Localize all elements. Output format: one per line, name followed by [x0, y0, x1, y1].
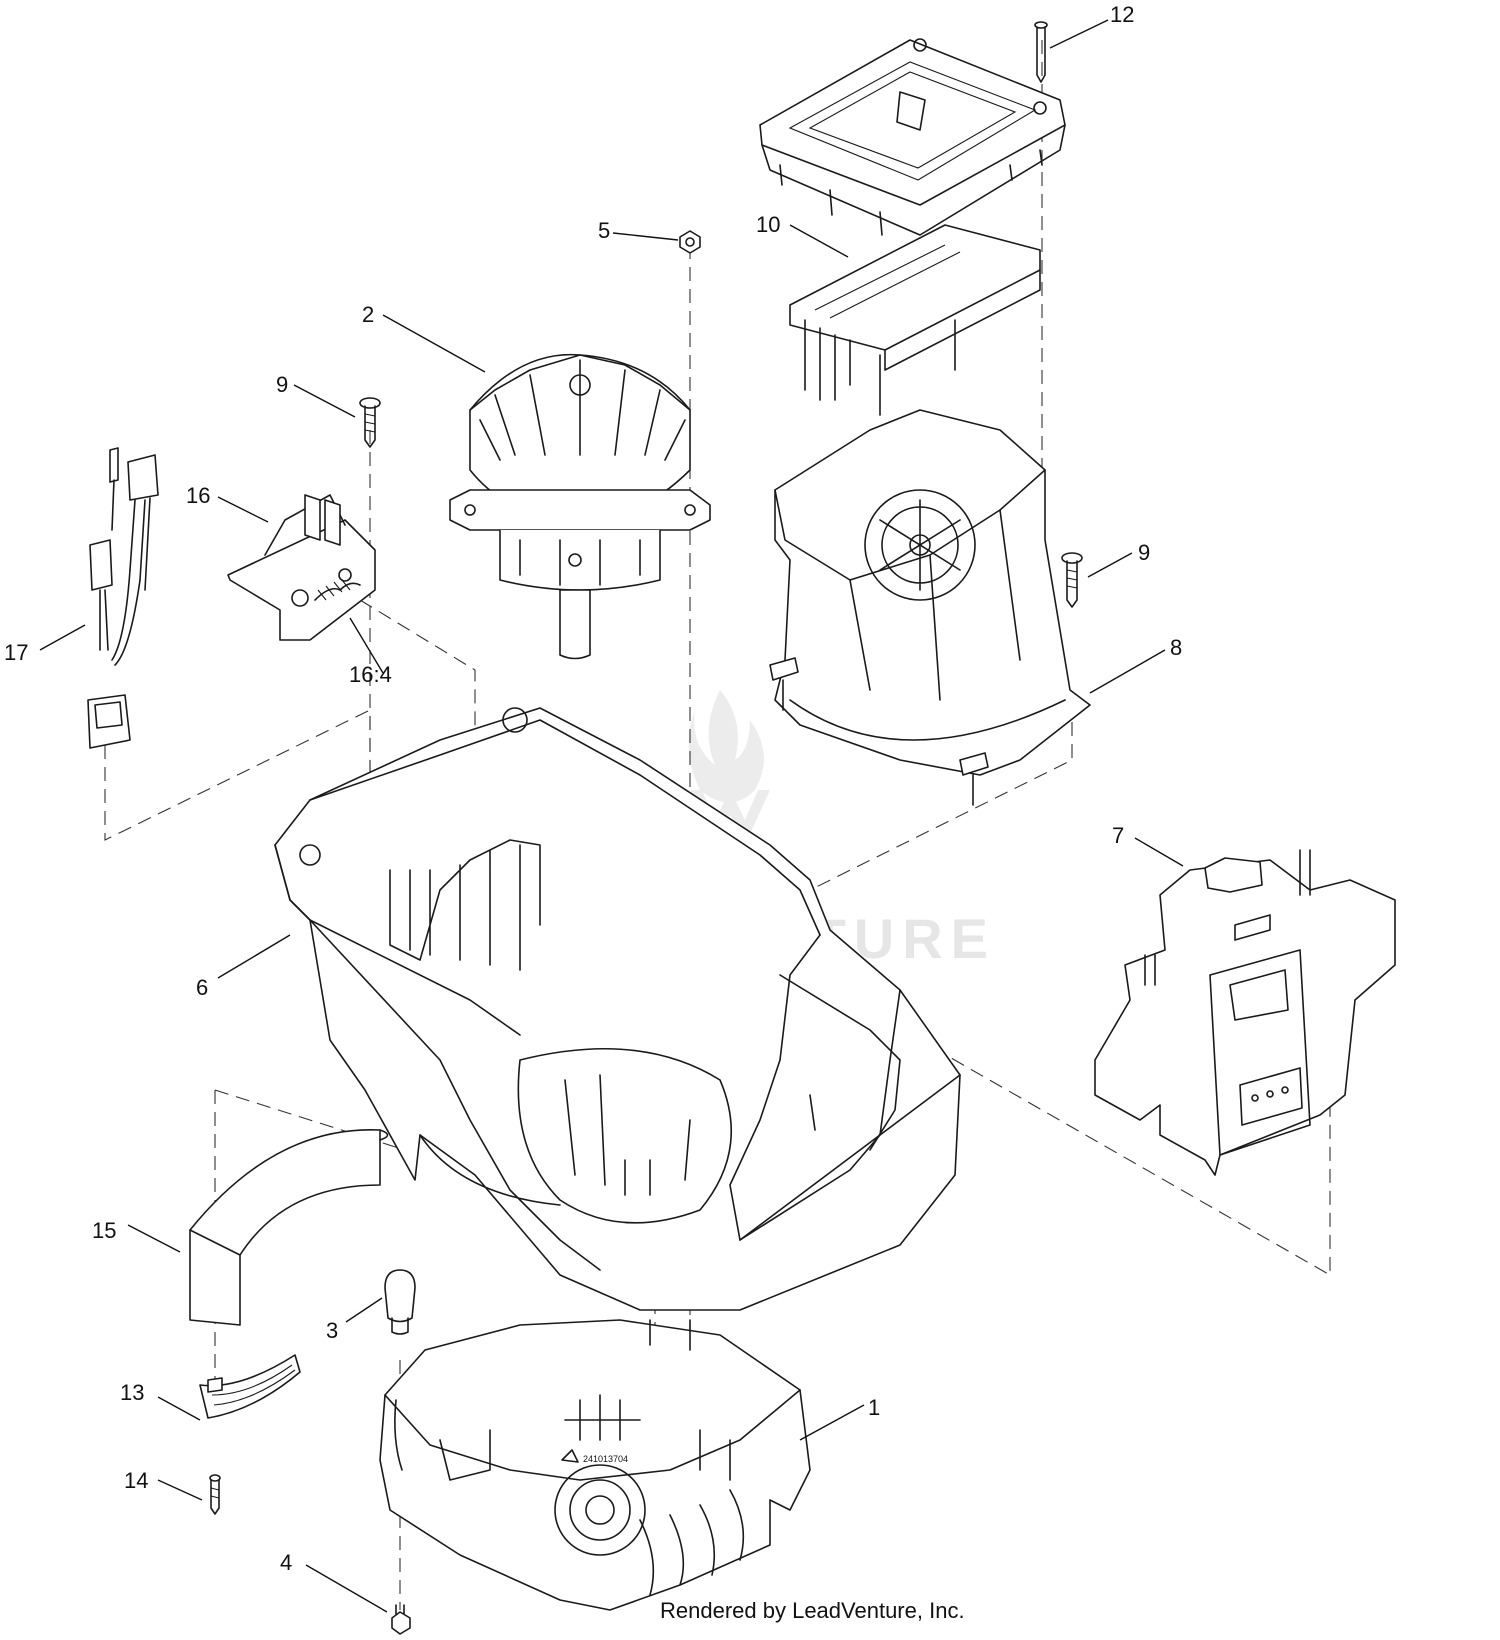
part-7-battery-receptacle	[1094, 849, 1396, 1176]
callout-2: 2	[362, 302, 374, 327]
part-12-screw	[1034, 21, 1048, 83]
callout-4: 4	[280, 1550, 292, 1575]
part-6-main-housing	[274, 707, 961, 1311]
part-9-screw-right	[1061, 552, 1083, 608]
callout-9-left: 9	[276, 372, 288, 397]
part-1-base-cover: 241013704	[379, 1319, 811, 1611]
callout-6: 6	[196, 975, 208, 1000]
part-9-screw-left	[359, 397, 381, 448]
footer-credit: Rendered by LeadVenture, Inc.	[660, 1598, 965, 1623]
callout-8: 8	[1170, 635, 1182, 660]
part-10-heat-sink	[789, 224, 1041, 416]
callout-5: 5	[598, 218, 610, 243]
callout-15: 15	[92, 1218, 116, 1243]
part-17-wire-harness	[87, 447, 159, 749]
callout-7: 7	[1112, 823, 1124, 848]
callout-labels: 12 10 5 2 9 16 17 16:4 9 8 7 6 15 3 13 1…	[4, 2, 1182, 1575]
callout-9-right: 9	[1138, 540, 1150, 565]
callout-16-4: 16:4	[349, 662, 392, 687]
part-3-knob	[384, 1269, 416, 1335]
part-15-foam-filter	[189, 1129, 389, 1326]
callout-1: 1	[868, 1395, 880, 1420]
callout-17: 17	[4, 640, 28, 665]
leader-lines	[39, 19, 1184, 1613]
callout-13: 13	[120, 1380, 144, 1405]
part-8-fan-housing	[769, 409, 1091, 806]
part-12-battery-frame	[759, 38, 1066, 236]
callout-10: 10	[756, 212, 780, 237]
part-14-screw	[209, 1474, 221, 1515]
callout-3: 3	[326, 1318, 338, 1343]
part-4-screw	[391, 1604, 411, 1635]
part-16-switch	[227, 494, 376, 641]
decal-number: 241013704	[583, 1454, 628, 1464]
part-5-nut	[679, 230, 701, 254]
callout-16: 16	[186, 483, 210, 508]
part-13-vent-grille	[199, 1354, 301, 1419]
callout-12: 12	[1110, 2, 1134, 27]
part-2-motor	[449, 353, 711, 660]
callout-14: 14	[124, 1468, 148, 1493]
